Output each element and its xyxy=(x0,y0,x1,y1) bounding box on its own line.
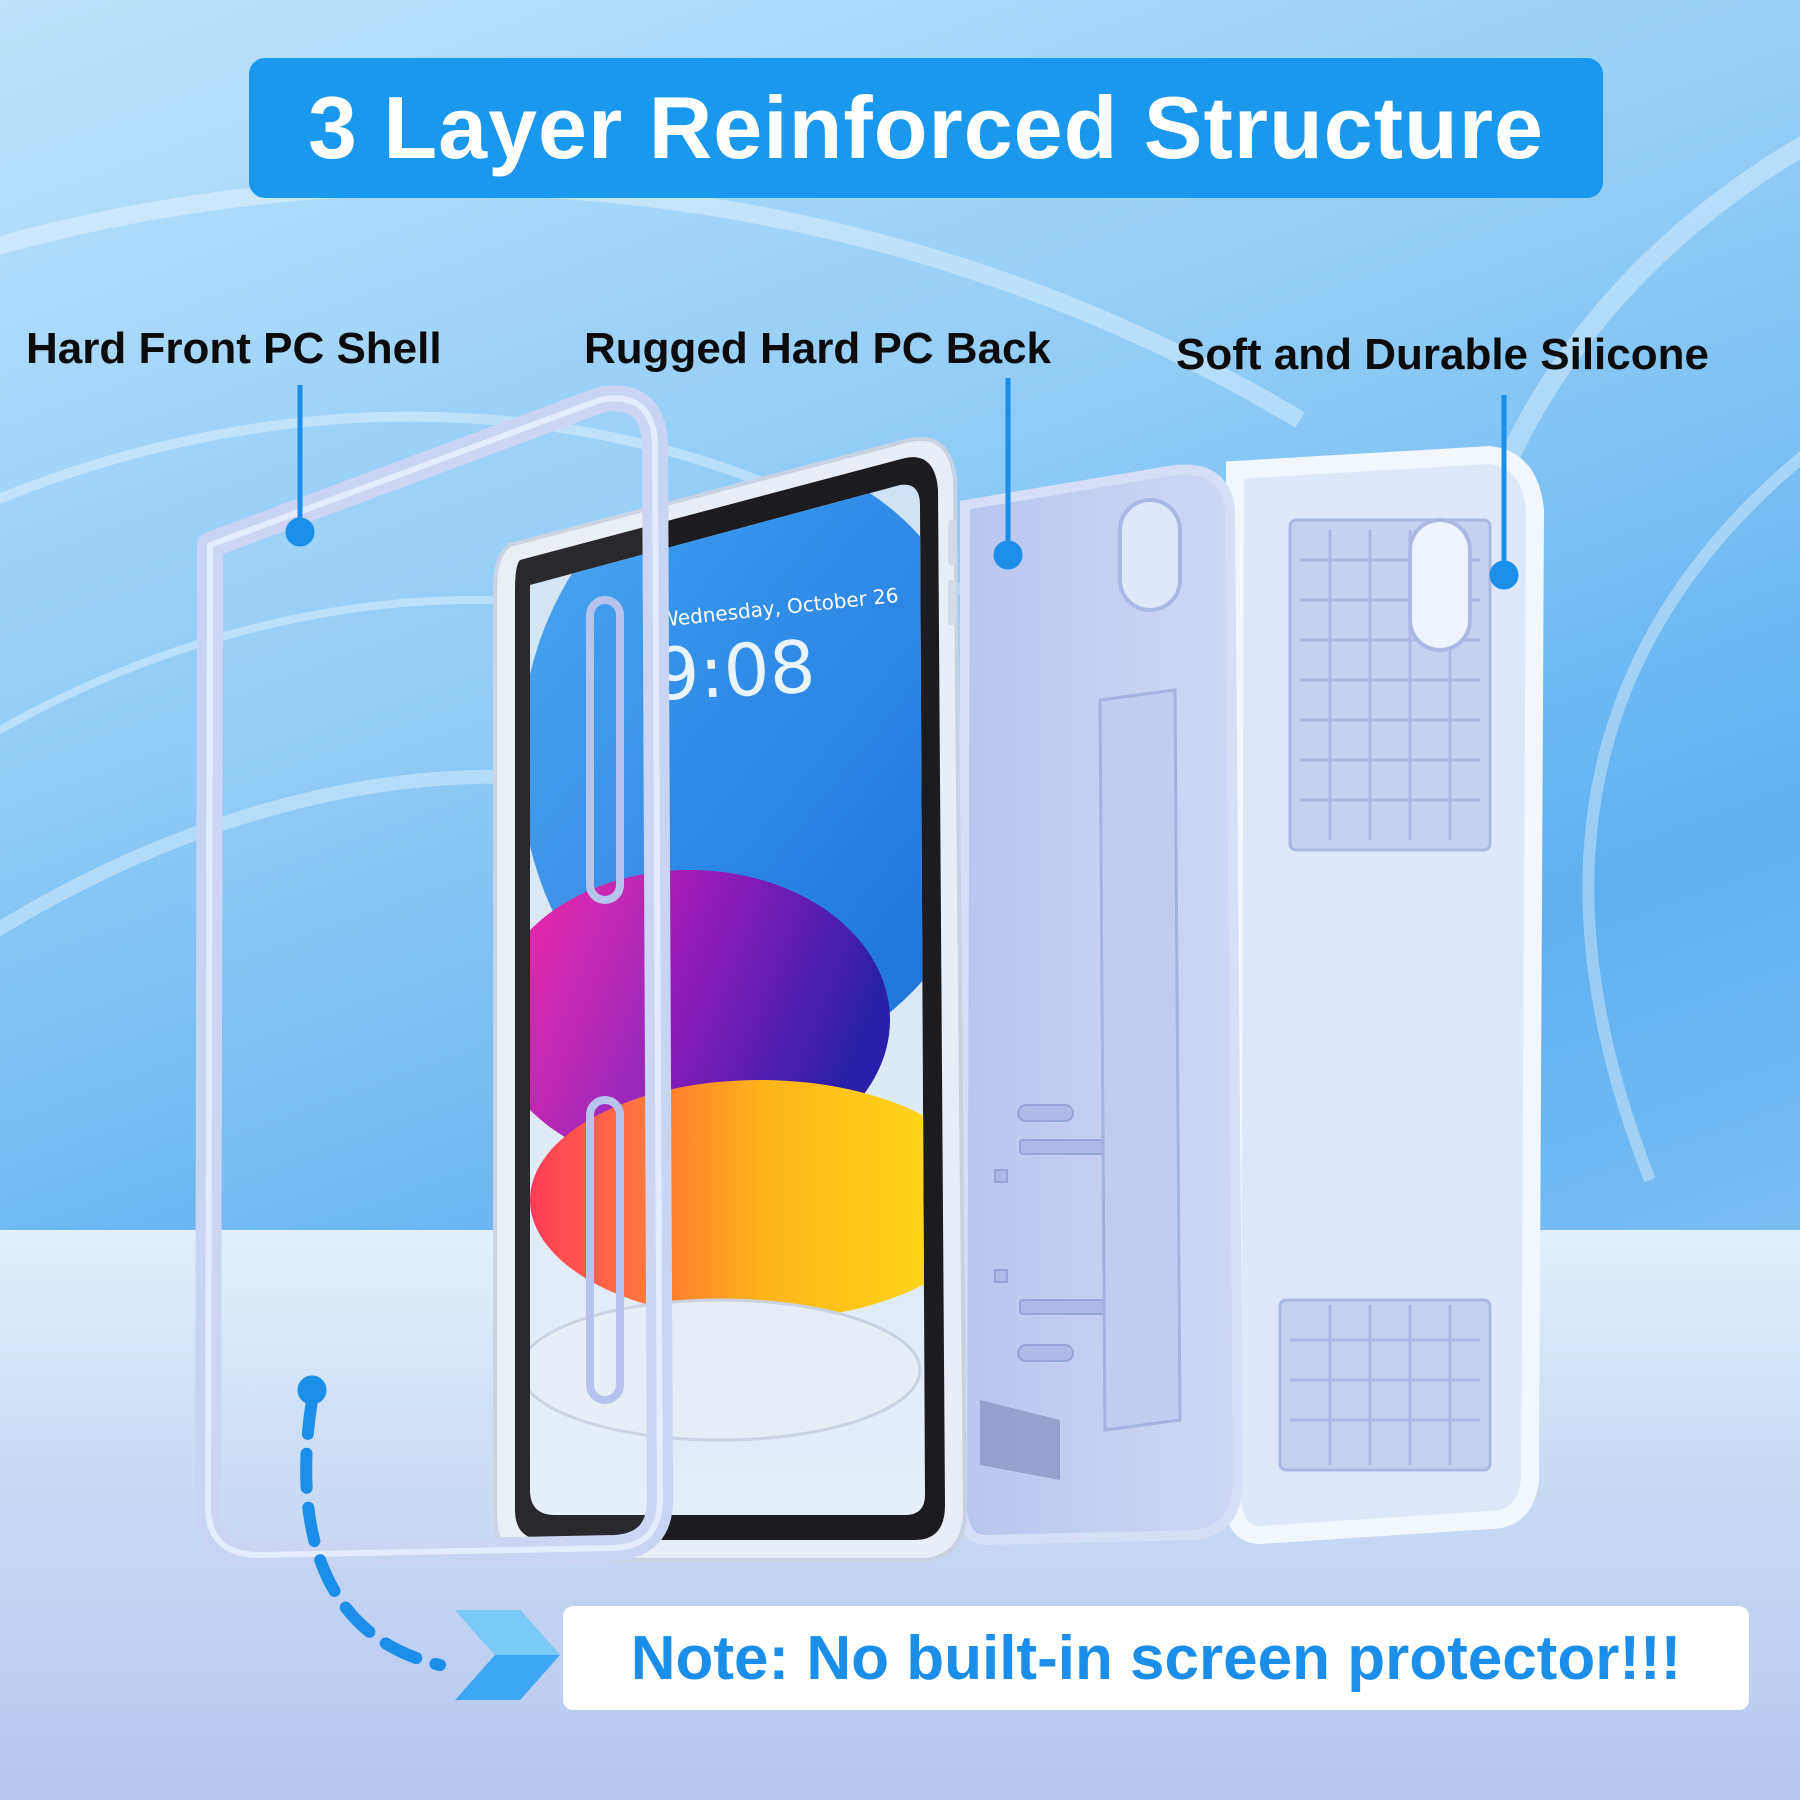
tablet-device: Wednesday, October 26 9:08 xyxy=(493,436,968,1562)
note-text: Note: No built-in screen protector!!! xyxy=(630,1623,1682,1693)
arrow-right-icon xyxy=(455,1610,560,1700)
title-banner: 3 Layer Reinforced Structure xyxy=(249,58,1603,198)
note-box: Note: No built-in screen protector!!! xyxy=(563,1606,1749,1710)
pc-back-layer xyxy=(956,464,1244,1546)
label-soft-durable-silicone: Soft and Durable Silicone xyxy=(1176,330,1709,379)
label-hard-front-pc-shell: Hard Front PC Shell xyxy=(26,324,442,373)
tablet-screen xyxy=(530,484,925,1516)
tablet-time: 9:08 xyxy=(651,625,817,717)
front-shell-layer xyxy=(195,385,673,1568)
label-rugged-hard-pc-back: Rugged Hard PC Back xyxy=(584,324,1051,373)
label-pointers xyxy=(285,378,1519,1405)
silicone-layer xyxy=(1222,445,1545,1545)
page-title: 3 Layer Reinforced Structure xyxy=(308,78,1544,177)
